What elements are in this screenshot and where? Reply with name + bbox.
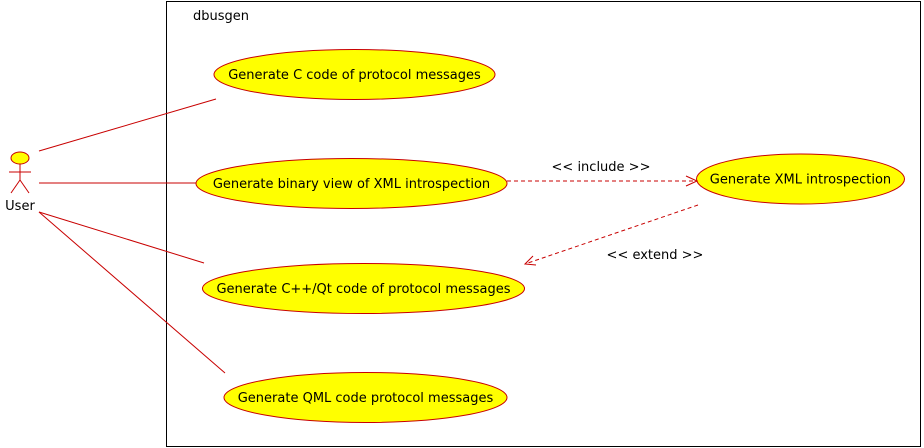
use-case-label: Generate QML code protocol messages [238, 391, 494, 406]
include-arrowhead [685, 175, 699, 187]
use-case-generate-c-code[interactable]: Generate C code of protocol messages [213, 49, 496, 100]
use-case-ellipse [223, 372, 508, 423]
actor-right-leg [19, 179, 30, 194]
extend-dependency-line [524, 204, 699, 265]
use-case-ellipse [696, 153, 905, 205]
use-case-label: Generate XML introspection [710, 173, 891, 188]
association-uc3 [38, 211, 205, 264]
include-label: << include >> [552, 160, 651, 175]
use-case-generate-cpp-qt-code[interactable]: Generate C++/Qt code of protocol message… [202, 263, 525, 314]
actor-label: User [5, 199, 35, 214]
use-case-ellipse [202, 263, 525, 314]
system-name: dbusgen [193, 9, 249, 24]
actor-user[interactable]: User [5, 151, 35, 214]
association-uc4 [38, 211, 226, 374]
actor-head [10, 151, 30, 165]
use-case-label: Generate C code of protocol messages [228, 68, 481, 83]
extend-label: << extend >> [607, 248, 704, 263]
use-case-generate-xml-introspection[interactable]: Generate XML introspection [696, 153, 905, 205]
association-uc1 [38, 98, 217, 152]
use-case-label: Generate C++/Qt code of protocol message… [216, 282, 510, 297]
use-case-label: Generate binary view of XML introspectio… [213, 177, 490, 192]
extend-arrowhead [523, 255, 537, 266]
use-case-ellipse [195, 158, 508, 209]
use-case-generate-binary-view[interactable]: Generate binary view of XML introspectio… [195, 158, 508, 209]
use-case-ellipse [213, 49, 496, 100]
use-case-generate-qml-code[interactable]: Generate QML code protocol messages [223, 372, 508, 423]
actor-left-leg [10, 179, 21, 194]
